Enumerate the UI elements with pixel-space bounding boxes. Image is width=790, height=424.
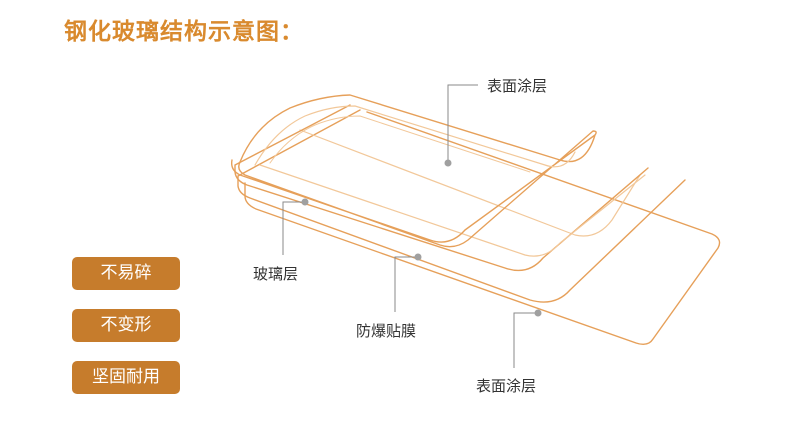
feature-list: 不易碎 不变形 坚固耐用: [72, 257, 180, 413]
marker-film: [414, 253, 422, 261]
marker-glass-layer: [301, 198, 309, 206]
glass-inner-edge: [259, 164, 646, 257]
leader-top-coating: [447, 84, 478, 163]
leader-bottom-coating: [513, 312, 538, 368]
marker-top-coating: [444, 159, 452, 167]
label-surface-coating-bottom: 表面涂层: [476, 377, 537, 395]
film-curl-inner: [299, 129, 641, 237]
leader-film: [394, 256, 418, 312]
bottom-coating-outline: [244, 111, 721, 346]
layer-outlines: [230, 94, 721, 346]
page-title: 钢化玻璃结构示意图：: [64, 19, 304, 45]
feature-badge-shatter-resistant: 不易碎: [72, 257, 180, 290]
leader-lines: [282, 84, 538, 368]
feature-badge-no-deformation: 不变形: [72, 309, 180, 342]
leader-glass-layer: [282, 201, 305, 255]
feature-badge-durable: 坚固耐用: [72, 361, 180, 394]
glass-outline: [234, 104, 649, 272]
label-glass-layer: 玻璃层: [253, 265, 299, 283]
marker-dots: [301, 159, 542, 317]
label-surface-coating-top: 表面涂层: [487, 77, 548, 95]
top-coating-inner-edge-2: [269, 115, 531, 173]
top-coating-outline: [230, 94, 597, 248]
marker-bottom-coating: [534, 309, 542, 317]
label-explosion-proof-film: 防爆贴膜: [356, 322, 417, 340]
film-outline: [237, 109, 686, 303]
top-coating-inner-edge: [254, 105, 576, 168]
